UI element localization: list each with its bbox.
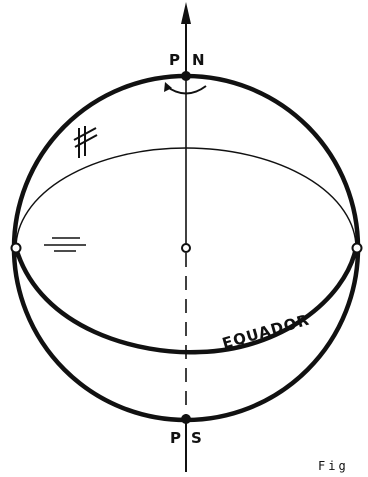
north-label-p: P	[169, 51, 180, 69]
south-label-p: P	[170, 429, 181, 447]
rotation-arrowhead-icon	[164, 82, 172, 92]
north-label-n: N	[192, 51, 205, 69]
equator-label: EQUADOR	[220, 311, 312, 353]
hatch-mark-icon	[74, 126, 97, 158]
south-pole-dot	[181, 414, 191, 424]
center-node	[182, 244, 190, 252]
right-node	[353, 244, 362, 253]
equal-mark-icon	[44, 238, 86, 251]
north-pole-dot	[181, 71, 191, 81]
axis-arrow-icon	[181, 2, 191, 24]
south-label-s: S	[191, 429, 202, 447]
left-node	[12, 244, 21, 253]
figure-label: Fig	[318, 459, 349, 473]
